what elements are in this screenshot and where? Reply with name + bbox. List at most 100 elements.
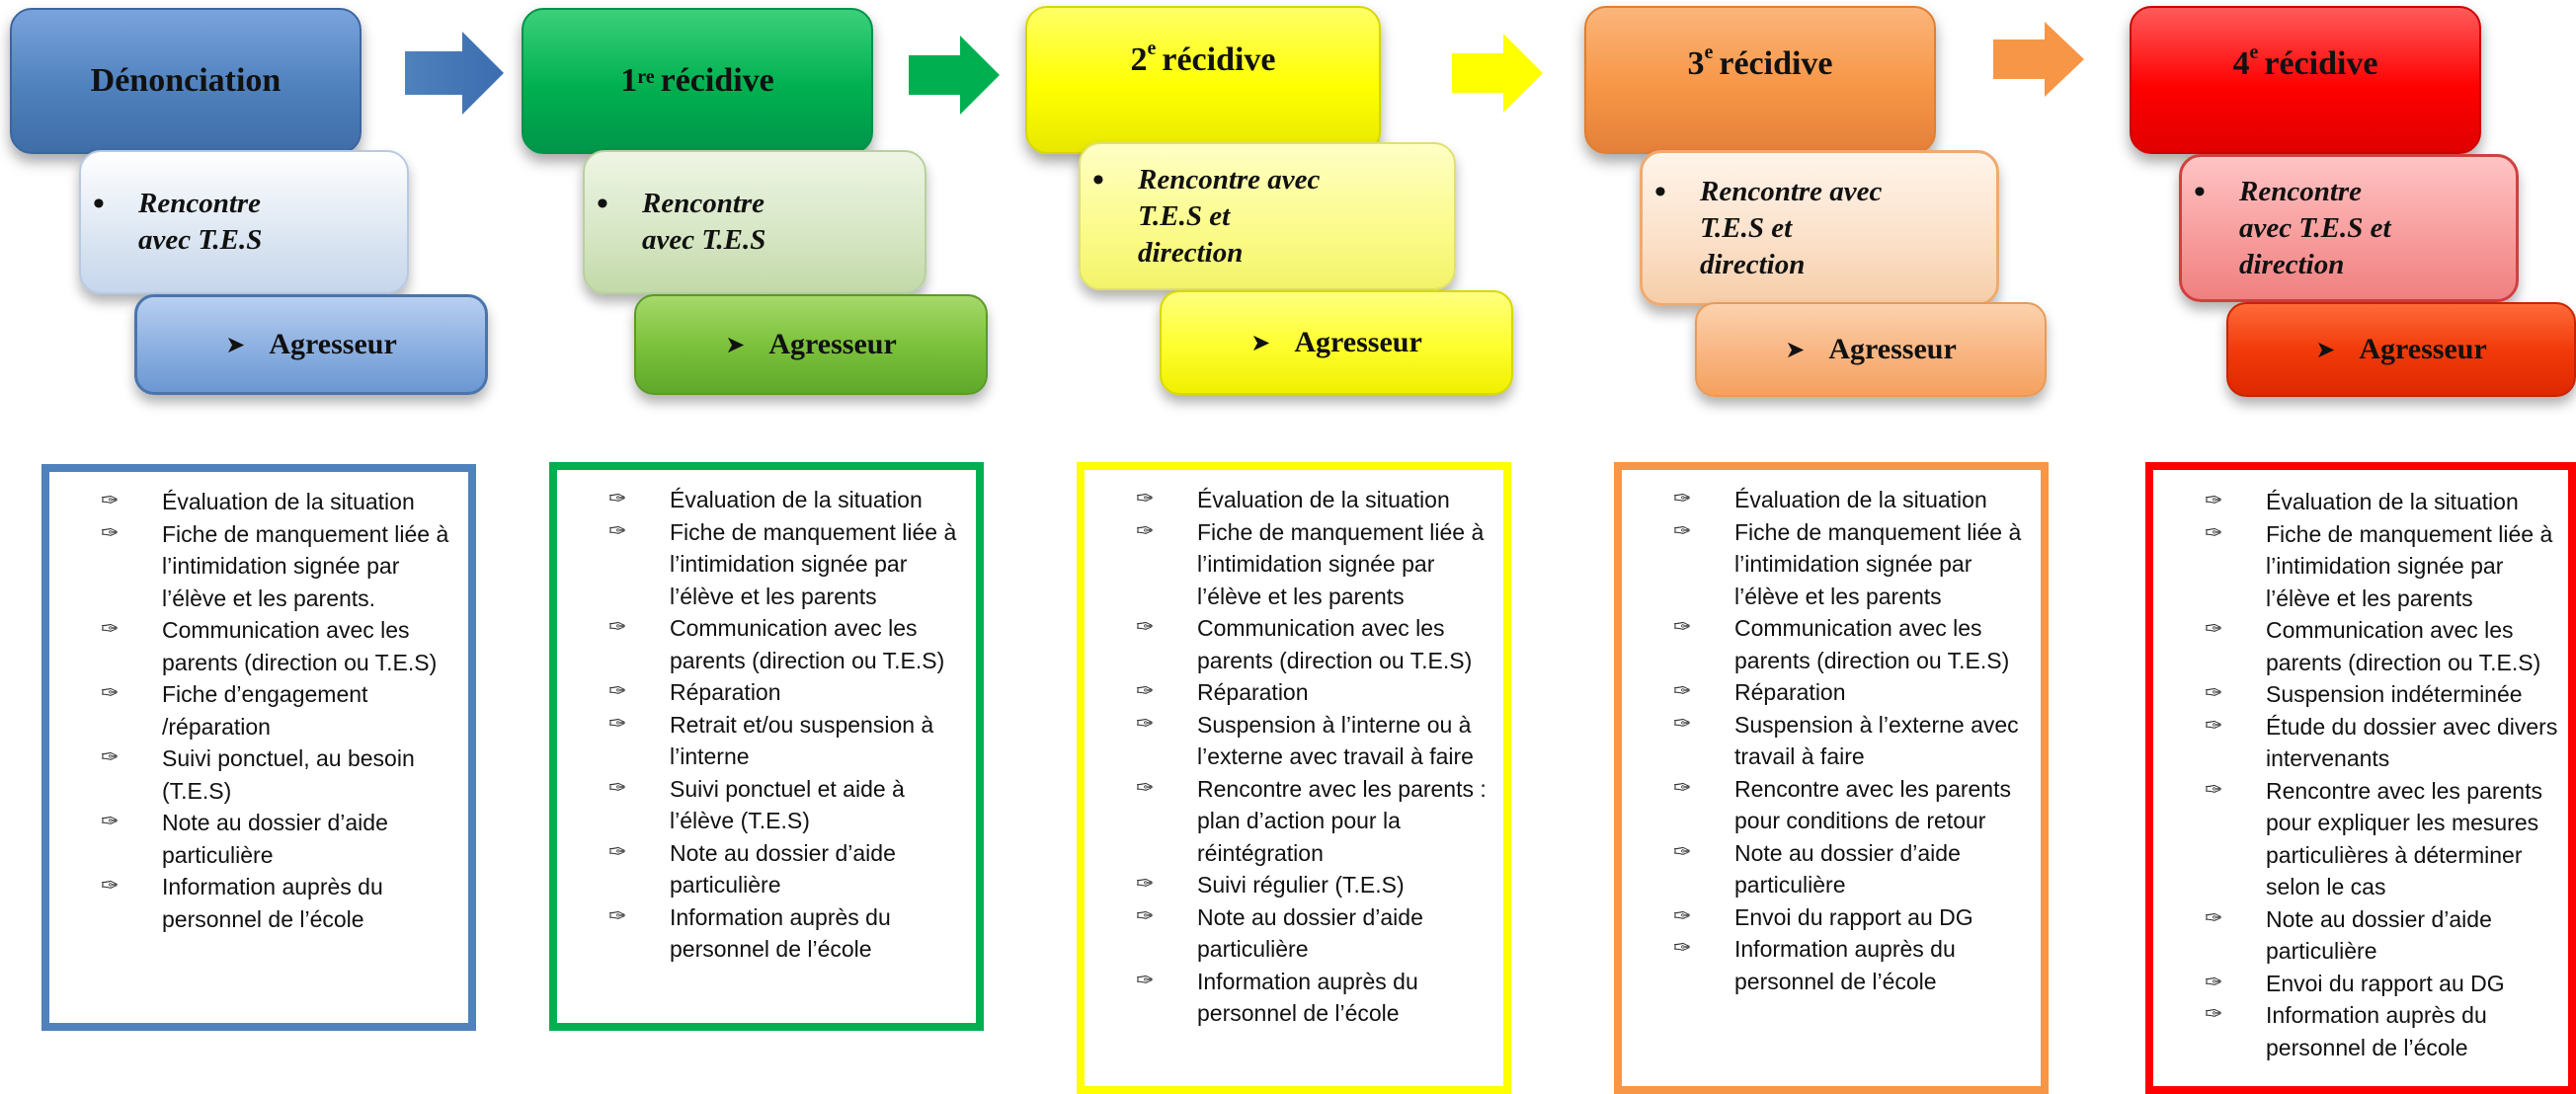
list-item: ✑Réparation [1136, 676, 1493, 709]
actions-list: ✑Évaluation de la situation ✑Fiche de ma… [2205, 486, 2558, 1063]
stage-title-rest: récidive [660, 62, 774, 99]
list-item: ✑Information auprès du personnel de l’éc… [1673, 933, 2031, 997]
list-item: ✑Suivi régulier (T.E.S) [1136, 869, 1493, 901]
arrow-right-icon [405, 32, 504, 115]
list-item: ✑Rencontre avec les parents : plan d’act… [1136, 773, 1493, 870]
list-item: ✑Fiche de manquement liée à l’intimidati… [608, 516, 966, 613]
stage-title-rest: récidive [2264, 45, 2378, 82]
list-item: ✑Note au dossier d’aide particulière [101, 807, 458, 871]
aggressor-label: Agresseur [269, 328, 397, 360]
list-item: ✑Fiche de manquement liée à l’intimidati… [1673, 516, 2031, 613]
actions-panel-recidive-4: ✑Évaluation de la situation ✑Fiche de ma… [2145, 462, 2576, 1094]
aggressor-box-recidive-2: ➤ Agresseur [1160, 290, 1513, 395]
list-item: ✑Information auprès du personnel de l’éc… [1136, 966, 1493, 1030]
meeting-item: Rencontre avec T.E.S et direction [2182, 174, 2391, 283]
list-item: ✑Étude du dossier avec divers intervenan… [2205, 711, 2558, 775]
meeting-line: Rencontre [642, 188, 765, 219]
stage-title-sup: e [1704, 41, 1714, 63]
list-item: ✑Note au dossier d’aide particulière [608, 837, 966, 901]
actions-list: ✑Évaluation de la situation ✑Fiche de ma… [608, 484, 966, 966]
meeting-line: T.E.S et [1700, 211, 1793, 244]
meeting-item: Rencontre avec T.E.S et direction [1081, 162, 1320, 272]
meeting-item: Rencontre avec T.E.S et direction [1643, 174, 1882, 283]
arrowhead-bullet-icon: ➤ [2315, 336, 2336, 363]
arrow-right-icon [1993, 22, 2084, 97]
pointing-hand-icon: ✑ [1136, 711, 1155, 737]
list-item: ✑Note au dossier d’aide particulière [1136, 901, 1493, 966]
pointing-hand-icon: ✑ [608, 679, 627, 704]
actions-list: ✑Évaluation de la situation ✑Fiche de ma… [101, 486, 458, 935]
pointing-hand-icon: ✑ [1673, 936, 1692, 961]
meeting-box-denonciation: Rencontre avec T.E.S [79, 150, 409, 294]
meeting-box-recidive-2: Rencontre avec T.E.S et direction [1079, 142, 1456, 290]
pointing-hand-icon: ✑ [1136, 518, 1155, 544]
meeting-line: avec T.E.S [642, 224, 766, 256]
aggressor-label: Agresseur [2359, 333, 2487, 365]
aggressor-label: Agresseur [1294, 326, 1422, 358]
list-item: ✑Rencontre avec les parents pour expliqu… [2205, 775, 2558, 903]
list-item: ✑Retrait et/ou suspension à l’interne [608, 709, 966, 773]
pointing-hand-icon: ✑ [1673, 487, 1692, 511]
stage-title-sup: e [2249, 41, 2259, 63]
list-item: ✑Suivi ponctuel, au besoin (T.E.S) [101, 742, 458, 807]
meeting-line: direction [2239, 248, 2345, 280]
pointing-hand-icon: ✑ [1673, 903, 1692, 929]
pointing-hand-icon: ✑ [1136, 775, 1155, 801]
aggressor-box-recidive-4: ➤ Agresseur [2226, 302, 2576, 397]
pointing-hand-icon: ✑ [608, 518, 627, 544]
meeting-box-recidive-1: Rencontre avec T.E.S [583, 150, 926, 294]
meeting-line: Rencontre [2239, 175, 2363, 207]
pointing-hand-icon: ✑ [608, 615, 627, 640]
pointing-hand-icon: ✑ [1673, 518, 1692, 544]
actions-panel-recidive-3: ✑Évaluation de la situation ✑Fiche de ma… [1614, 462, 2049, 1094]
actions-panel-recidive-1: ✑Évaluation de la situation ✑Fiche de ma… [549, 462, 984, 1031]
actions-panel-recidive-2: ✑Évaluation de la situation ✑Fiche de ma… [1077, 462, 1511, 1094]
stage-title: Dénonciation [90, 62, 282, 99]
list-item: ✑Suspension à l’interne ou à l’externe a… [1136, 709, 1493, 773]
actions-list: ✑Évaluation de la situation ✑Fiche de ma… [1136, 484, 1493, 1030]
list-item: ✑Évaluation de la situation [1673, 484, 2031, 516]
meeting-line: T.E.S et [1138, 199, 1231, 232]
arrowhead-bullet-icon: ➤ [725, 331, 746, 358]
aggressor-label: Agresseur [1828, 333, 1957, 365]
stage-title-sup: e [1147, 38, 1157, 59]
stage-title-number: 3 [1687, 45, 1705, 82]
meeting-item: Rencontre avec T.E.S [81, 186, 262, 259]
list-item: ✑Rencontre avec les parents pour conditi… [1673, 773, 2031, 837]
list-item: ✑Information auprès du personnel de l’éc… [608, 901, 966, 966]
list-item: ✑Communication avec les parents (directi… [1136, 612, 1493, 676]
list-item: ✑Envoi du rapport au DG [2205, 968, 2558, 1000]
pointing-hand-icon: ✑ [101, 681, 120, 706]
list-item: ✑Réparation [1673, 676, 2031, 709]
meeting-box-recidive-4: Rencontre avec T.E.S et direction [2179, 154, 2519, 302]
pointing-hand-icon: ✑ [608, 839, 627, 865]
aggressor-label: Agresseur [768, 328, 897, 360]
aggressor-box-denonciation: ➤ Agresseur [134, 294, 488, 395]
actions-panel-denonciation: ✑Évaluation de la situation ✑Fiche de ma… [41, 464, 476, 1031]
list-item: ✑Évaluation de la situation [608, 484, 966, 516]
pointing-hand-icon: ✑ [2205, 520, 2223, 546]
pointing-hand-icon: ✑ [101, 617, 120, 642]
pointing-hand-icon: ✑ [1136, 903, 1155, 929]
pointing-hand-icon: ✑ [2205, 713, 2223, 739]
meeting-box-recidive-3: Rencontre avec T.E.S et direction [1640, 150, 1999, 306]
stage-title-sup: re [637, 65, 655, 88]
list-item: ✑Fiche d’engagement /réparation [101, 678, 458, 742]
list-item: ✑Information auprès du personnel de l’éc… [101, 871, 458, 935]
pointing-hand-icon: ✑ [1136, 487, 1155, 511]
arrow-right-icon [909, 36, 1000, 115]
pointing-hand-icon: ✑ [2205, 617, 2223, 642]
stage-title-number: 4 [2232, 45, 2250, 82]
list-item: ✑Évaluation de la situation [1136, 484, 1493, 516]
pointing-hand-icon: ✑ [608, 775, 627, 801]
pointing-hand-icon: ✑ [2205, 681, 2223, 706]
pointing-hand-icon: ✑ [101, 489, 120, 513]
pointing-hand-icon: ✑ [1673, 711, 1692, 737]
list-item: ✑Suspension indéterminée [2205, 678, 2558, 711]
pointing-hand-icon: ✑ [101, 874, 120, 899]
pointing-hand-icon: ✑ [608, 711, 627, 737]
arrowhead-bullet-icon: ➤ [1785, 336, 1806, 363]
